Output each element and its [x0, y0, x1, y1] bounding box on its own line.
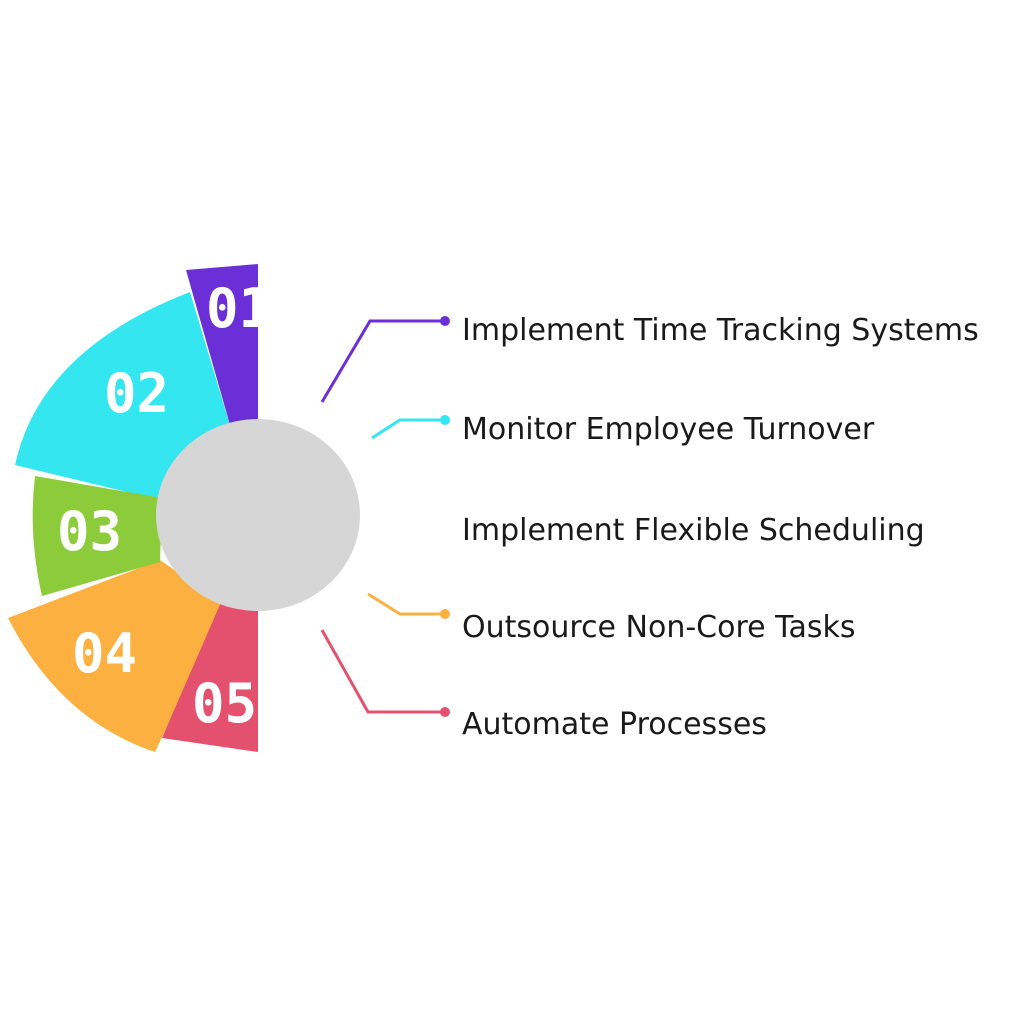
- segment-03: [32, 476, 163, 596]
- connector-dot-02: [440, 415, 450, 425]
- segment-02: [15, 292, 232, 500]
- segment-05: [162, 600, 258, 752]
- segment-number-03: 03: [57, 500, 122, 563]
- connector-dot-01: [440, 316, 450, 326]
- center-hub: [156, 419, 360, 611]
- segment-number-02: 02: [104, 362, 169, 425]
- connector-05: [320, 629, 445, 714]
- connector-dot-05: [440, 707, 450, 717]
- segment-04: [8, 560, 225, 752]
- step-label-03: Implement Flexible Scheduling: [462, 513, 925, 548]
- step-label-05: Automate Processes: [462, 707, 767, 742]
- step-label-01: Implement Time Tracking Systems: [462, 313, 979, 348]
- segment-number-04: 04: [72, 622, 137, 685]
- segment-number-01: 01: [206, 277, 271, 340]
- connector-02: [371, 418, 445, 440]
- connector-01: [320, 319, 445, 403]
- segment-number-05: 05: [192, 672, 257, 735]
- connector-04: [367, 592, 445, 616]
- step-label-04: Outsource Non-Core Tasks: [462, 610, 856, 645]
- step-label-02: Monitor Employee Turnover: [462, 412, 875, 447]
- segment-01: [186, 264, 258, 432]
- connector-dot-04: [440, 609, 450, 619]
